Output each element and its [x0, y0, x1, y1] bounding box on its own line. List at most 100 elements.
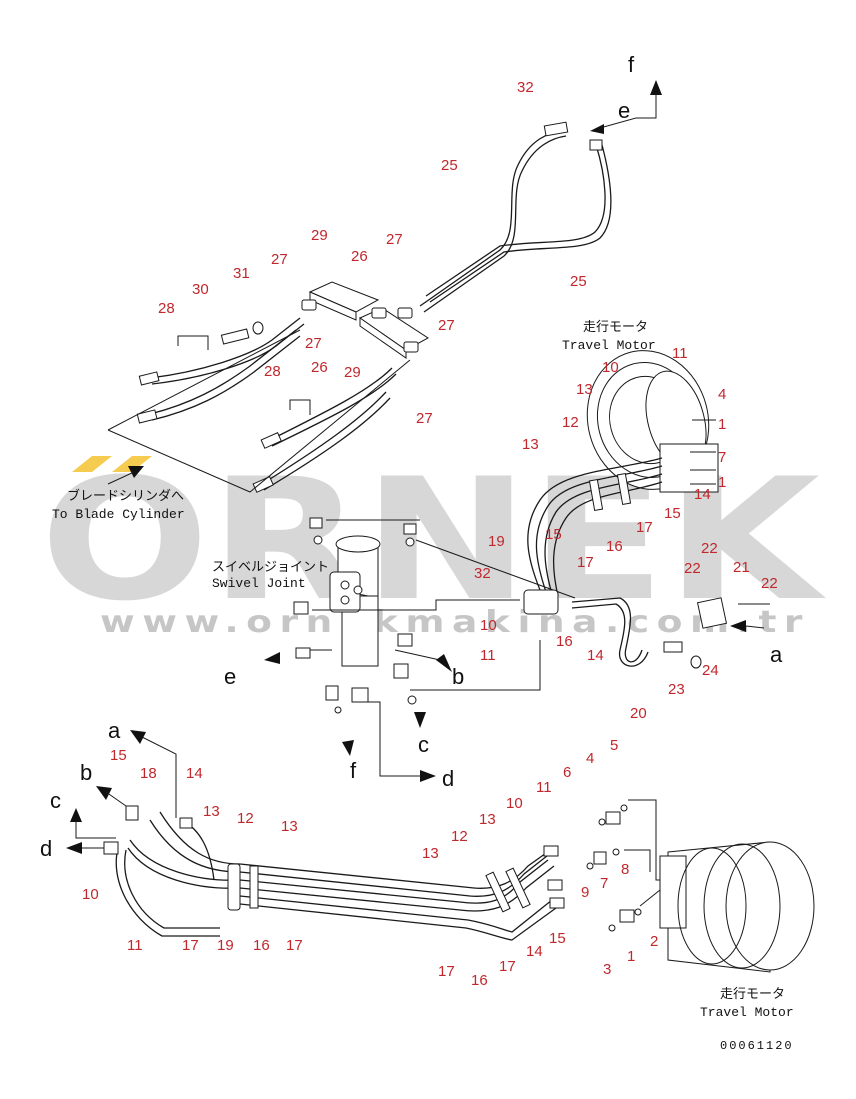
arrowhead-c-swivel [414, 712, 426, 728]
leader [177, 335, 311, 415]
callout-12: 12 [562, 414, 579, 431]
callout-13: 13 [203, 803, 220, 820]
arrowhead-c-lower [70, 808, 82, 822]
hose-clamp-lower [249, 865, 259, 909]
callout-12: 12 [237, 810, 254, 827]
callout-12: 12 [451, 828, 468, 845]
o-ring [334, 706, 342, 714]
motor-lower-rim [677, 847, 747, 965]
callout-7: 7 [718, 449, 726, 466]
hose-fitting-lower-right [549, 897, 565, 909]
travel-motor-bottom-label-en: Travel Motor [700, 1005, 794, 1020]
callout-25: 25 [570, 273, 587, 290]
fitting-1 [619, 909, 635, 923]
callout-17: 17 [636, 519, 653, 536]
travel-motor-top-label-en: Travel Motor [562, 338, 656, 353]
swivel-leaders [300, 519, 576, 777]
swivel-port [353, 585, 363, 595]
fitting [397, 633, 413, 647]
leader-c-lower [75, 822, 116, 839]
hose-bundle-lower [159, 811, 557, 889]
callout-16: 16 [606, 538, 623, 555]
manifold-fitting [371, 307, 387, 319]
manifold-block-upper-side [309, 291, 357, 321]
watermark-accent-mark [112, 456, 152, 472]
callout-13: 13 [576, 381, 593, 398]
callout-16: 16 [471, 972, 488, 989]
callout-27: 27 [386, 231, 403, 248]
callout-27: 27 [271, 251, 288, 268]
fitting [325, 685, 339, 701]
arrowhead-d-lower [66, 842, 82, 854]
hose-28-upper [149, 317, 301, 379]
manifold-fitting [403, 341, 419, 353]
hose-clamp-lower [485, 871, 511, 913]
arrowhead-b-lower [96, 786, 112, 800]
hose-25-left-b [423, 135, 567, 313]
callout-10: 10 [506, 795, 523, 812]
callout-17: 17 [286, 937, 303, 954]
callout-19: 19 [217, 937, 234, 954]
swivel-port [340, 595, 350, 605]
callout-14: 14 [587, 647, 604, 664]
callout-11: 11 [480, 647, 496, 664]
motor-lower-rim [703, 843, 781, 969]
travel-motor-lower [659, 841, 815, 973]
arrowhead-e-top [590, 124, 604, 134]
hose-25-right-b [429, 144, 612, 303]
hose-28b-upper [269, 367, 393, 441]
callout-7: 7 [600, 875, 608, 892]
callout-9: 9 [581, 884, 589, 901]
callout-11: 11 [536, 779, 552, 796]
motor-lower-face [725, 841, 815, 971]
hose-28b-lower-b [263, 397, 391, 491]
callout-13: 13 [522, 436, 539, 453]
washer-24 [690, 655, 702, 669]
blade-cylinder-label-jp: ブレードシリンダへ [67, 488, 184, 504]
o-ring-5 [620, 804, 628, 812]
callout-11: 11 [672, 345, 688, 362]
watermark-url: www.ornekmakina.com.tr [100, 605, 810, 640]
fitting-4 [605, 811, 621, 825]
o-ring-6 [598, 818, 606, 826]
callout-32: 32 [517, 79, 534, 96]
hose-bundle-lower [239, 895, 553, 933]
hose-clamp-lower [505, 867, 531, 909]
callout-11: 11 [127, 937, 143, 954]
swivel-joint-label-en: Swivel Joint [212, 576, 306, 591]
hose-28-lower-b [151, 335, 301, 421]
hose-fitting-lower-right [547, 879, 563, 891]
arrow-letters: f e e b c f d a a b c d [40, 52, 783, 861]
callout-13: 13 [479, 811, 496, 828]
arrowhead-e-swivel [264, 652, 280, 664]
hose-bundle-upper [535, 465, 663, 593]
callout-28: 28 [158, 300, 175, 317]
travel-motor-bottom-label-jp: 走行モータ [720, 987, 785, 1002]
fitting [403, 523, 417, 535]
fitting [393, 663, 409, 679]
callout-8: 8 [621, 861, 629, 878]
callout-15: 15 [545, 526, 562, 543]
arrow-letter: c [50, 788, 61, 813]
callout-16: 16 [253, 937, 270, 954]
callout-15: 15 [110, 747, 127, 764]
fitting [295, 647, 311, 659]
motor-upper-port-block [659, 443, 719, 493]
hose-fitting-28 [136, 409, 158, 424]
watermark-accent-mark [72, 456, 112, 472]
clamp-19-lower [227, 863, 241, 911]
swivel-joint [264, 517, 576, 782]
hose-clamp-upper [616, 472, 632, 506]
arrow-letter: a [108, 718, 121, 743]
callout-22: 22 [701, 540, 718, 557]
callout-22: 22 [761, 575, 778, 592]
arrow-e-top [599, 92, 657, 129]
hose-clamp-upper [588, 478, 604, 512]
arrowhead-b-swivel [436, 654, 452, 672]
travel-motor-upper [523, 350, 770, 669]
reference-plane [107, 329, 411, 493]
drawing-code: 00061120 [720, 1039, 794, 1053]
upper-piping-assembly [107, 80, 662, 493]
bolt-23 [663, 641, 683, 653]
motor-upper-leaders [690, 419, 716, 485]
